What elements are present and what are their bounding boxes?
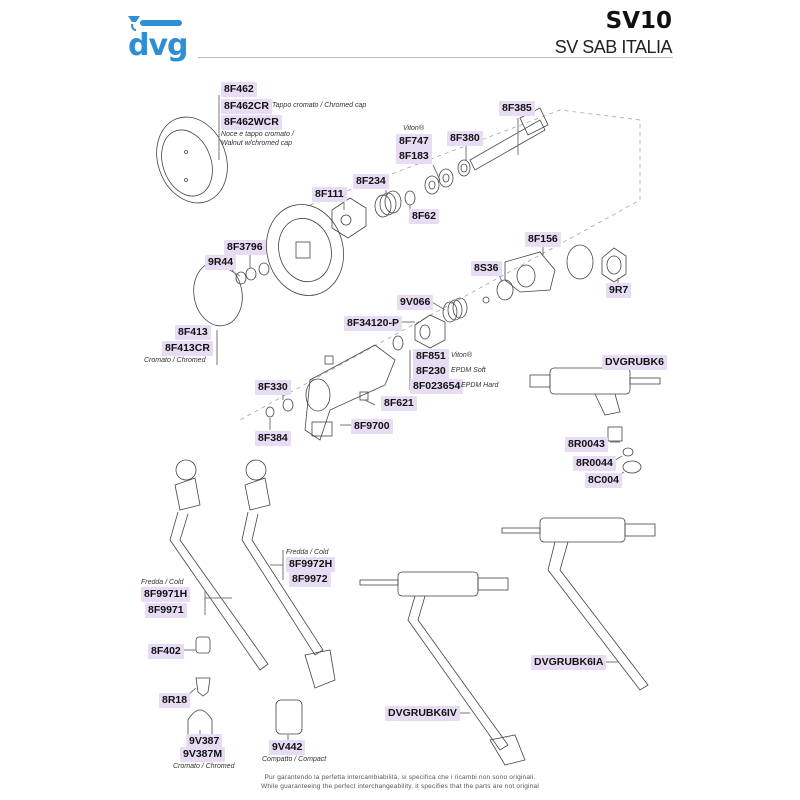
part-label-9V066[interactable]: 9V066	[397, 295, 434, 310]
part-label-8F9971H[interactable]: 8F9971H	[141, 587, 191, 602]
steam-wand-right-drawing	[241, 459, 336, 689]
part-label-8R0043[interactable]: 8R0043	[565, 437, 608, 452]
part-label-8F62[interactable]: 8F62	[409, 209, 439, 224]
part-label-8F9700[interactable]: 8F9700	[351, 419, 393, 434]
dvgrubk6-drawing	[529, 367, 661, 474]
part-label-8F384[interactable]: 8F384	[255, 431, 291, 446]
dvgrubk6ia-drawing	[501, 517, 656, 691]
part-label-9V387[interactable]: 9V387	[186, 734, 223, 749]
part-label-8F3796[interactable]: 8F3796	[224, 240, 266, 255]
note-walnut-1: Noce e tappo cromato /	[221, 131, 294, 138]
part-label-DVGRUBK6IA[interactable]: DVGRUBK6IA	[531, 655, 607, 670]
header-divider	[198, 57, 673, 58]
part-label-9R7[interactable]: 9R7	[606, 283, 632, 298]
note-walnut-2: Walnut w/chromed cap	[221, 140, 293, 147]
part-label-8F34120-P[interactable]: 8F34120-P	[344, 316, 402, 331]
part-label-DVGRUBK6IV[interactable]: DVGRUBK6IV	[385, 706, 460, 721]
part-label-8F462CR[interactable]: 8F462CR	[221, 99, 272, 114]
model-title: SV10	[605, 8, 672, 34]
note-compact: Compatto / Compact	[262, 756, 327, 763]
part-label-9V387M[interactable]: 9V387M	[180, 747, 226, 762]
part-label-8F462WCR[interactable]: 8F462WCR	[221, 115, 282, 130]
footer-disclaimer-it: Pur garantendo la perfetta intercambiabi…	[264, 774, 536, 781]
handwheel-drawing	[266, 204, 344, 296]
part-label-8R18[interactable]: 8R18	[159, 693, 191, 708]
valve-body-drawing	[304, 344, 396, 441]
part-label-8F413[interactable]: 8F413	[175, 325, 211, 340]
part-label-8R0044[interactable]: 8R0044	[573, 456, 616, 471]
part-label-8F462[interactable]: 8F462	[221, 82, 257, 97]
note-chromed-cap: Tappo cromato / Chromed cap	[272, 102, 367, 109]
knob-cap-drawing	[156, 116, 228, 204]
part-label-8S36[interactable]: 8S36	[471, 261, 502, 276]
dvg-logo-icon	[128, 16, 182, 31]
part-label-8F380[interactable]: 8F380	[447, 131, 483, 146]
steam-wand-left-drawing	[169, 459, 269, 671]
part-label-9R44[interactable]: 9R44	[205, 255, 237, 270]
footer-disclaimer-en: While guaranteeing the perfect interchan…	[261, 783, 539, 790]
part-label-8F023654[interactable]: 8F023654	[410, 379, 464, 394]
part-label-8C004[interactable]: 8C004	[585, 473, 622, 488]
part-label-8F183[interactable]: 8F183	[396, 149, 432, 164]
part-label-8F9971[interactable]: 8F9971	[145, 603, 187, 618]
part-label-8F385[interactable]: 8F385	[499, 101, 535, 116]
part-label-8F9972[interactable]: 8F9972	[289, 572, 331, 587]
part-label-8F413CR[interactable]: 8F413CR	[162, 341, 213, 356]
note-cold-8F9971: Fredda / Cold	[141, 579, 184, 586]
part-label-8F9972H[interactable]: 8F9972H	[286, 557, 336, 572]
note-chromed-8F413CR: Cromato / Chromed	[144, 357, 206, 364]
note-chromed-9V387M: Cromato / Chromed	[173, 763, 235, 770]
note-cold-8F9972: Fredda / Cold	[286, 549, 329, 556]
dvgrubk6iv-drawing	[359, 571, 526, 766]
part-label-8F111[interactable]: 8F111	[312, 187, 347, 202]
part-label-8F851[interactable]: 8F851	[413, 349, 449, 364]
part-label-8F402[interactable]: 8F402	[148, 644, 184, 659]
part-label-9V442[interactable]: 9V442	[269, 740, 306, 755]
part-label-8F330[interactable]: 8F330	[255, 380, 291, 395]
part-label-DVGRUBK6[interactable]: DVGRUBK6	[602, 355, 667, 370]
part-label-8F156[interactable]: 8F156	[525, 232, 561, 247]
brand-subtitle: SV SAB ITALIA	[554, 37, 673, 57]
part-label-8F230[interactable]: 8F230	[413, 364, 449, 379]
note-viton-8F851: Viton®	[451, 352, 472, 359]
note-epdm-soft: EPDM Soft	[451, 367, 486, 374]
logo-text: dvg	[128, 28, 189, 63]
note-epdm-hard: EPDM Hard	[461, 382, 499, 389]
part-label-8F234[interactable]: 8F234	[353, 174, 389, 189]
part-label-8F747[interactable]: 8F747	[396, 134, 432, 149]
part-label-8F621[interactable]: 8F621	[381, 396, 417, 411]
note-viton-8F747: Viton®	[403, 125, 424, 132]
